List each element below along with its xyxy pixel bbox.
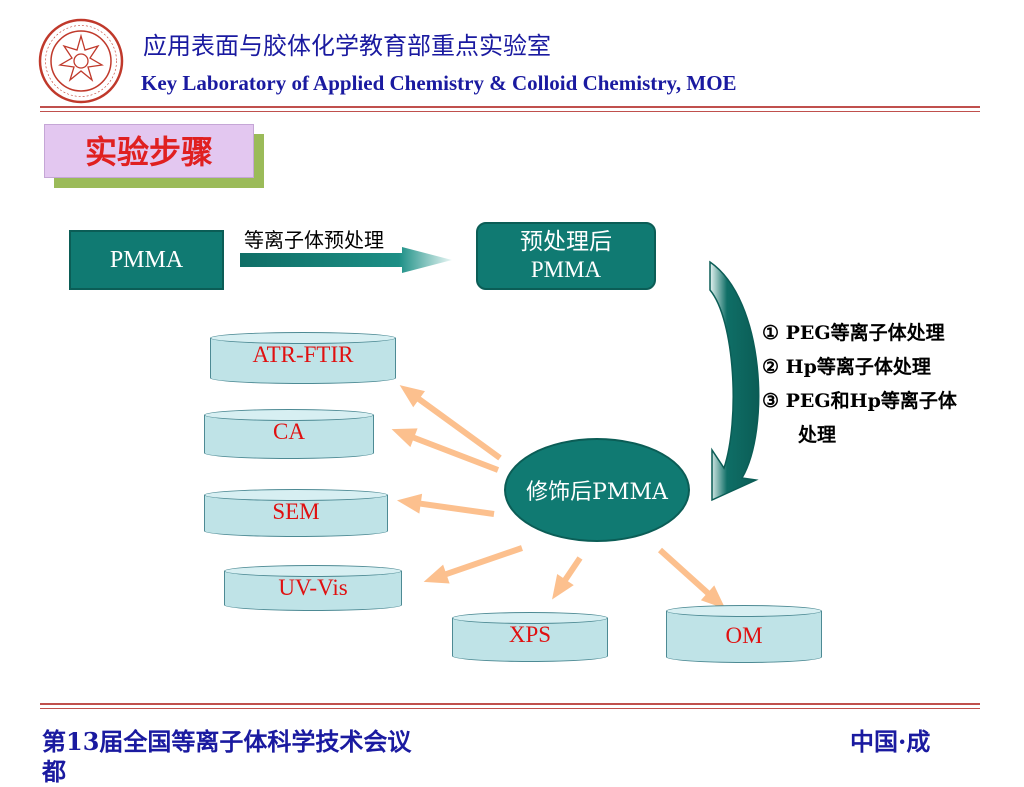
cylinder-om: OM [666, 605, 822, 663]
cylinder-label: SEM [272, 499, 320, 524]
arrow-to-atr-ftir [399, 385, 502, 461]
section-tag: 实验步骤 [44, 124, 254, 178]
arrow-to-uv-vis [423, 545, 523, 584]
pretreatment-arrow [240, 247, 452, 273]
pmma-box: PMMA [69, 230, 224, 290]
header-divider [40, 106, 980, 108]
cylinder-label: XPS [508, 622, 552, 647]
cylinder-label: OM [725, 623, 763, 648]
conference-location: 中国·成 [850, 727, 931, 756]
cylinder-atr-ftir: ATR-FTIR [210, 332, 396, 384]
pretreated-pmma-box: 预处理后 PMMA [476, 222, 656, 290]
arrow-to-ca [391, 428, 500, 473]
cylinder-label: CA [273, 419, 305, 444]
conference-name: 第13届全国等离子体科学技术会议 [42, 727, 412, 756]
flow-arrows-layer [240, 247, 760, 609]
university-seal-icon [38, 18, 124, 104]
lab-name-chinese: 应用表面与胶体化学教育部重点实验室 [143, 32, 551, 60]
cylinder-label: UV-Vis [278, 575, 348, 600]
cylinder-uv-vis: UV-Vis [224, 565, 402, 611]
conference-name-wrap: 都 [42, 757, 66, 786]
pretreatment-label: 等离子体预处理 [244, 228, 384, 252]
footer-divider [40, 703, 980, 705]
cylinder-label: ATR-FTIR [252, 342, 354, 367]
header-divider-thin [40, 111, 980, 112]
cylinder-sem: SEM [204, 489, 388, 537]
arrow-to-sem [396, 493, 495, 517]
cylinder-xps: XPS [452, 612, 608, 662]
treatment-curved-arrow [709, 260, 760, 502]
pretreated-line-1: 预处理后 [520, 229, 612, 254]
arrow-to-om [657, 547, 726, 609]
modified-pmma-ellipse: 修饰后PMMA [504, 438, 690, 542]
cylinder-ca: CA [204, 409, 374, 459]
treatment-item: ② Hp等离子体处理 [762, 356, 931, 378]
treatment-item-continued: 处理 [798, 424, 837, 446]
arrow-to-xps [552, 556, 583, 600]
lab-name-english: Key Laboratory of Applied Chemistry & Co… [141, 71, 737, 95]
treatment-item: ① PEG等离子体处理 [762, 322, 945, 344]
characterization-arrows [391, 385, 726, 609]
treatment-item: ③ PEG和Hp等离子体 [762, 390, 957, 412]
footer-divider-thin [40, 708, 980, 709]
pretreated-line-2: PMMA [530, 257, 602, 282]
treatment-list: ① PEG等离子体处理 ② Hp等离子体处理 ③ PEG和Hp等离子体 处理 [762, 316, 957, 452]
